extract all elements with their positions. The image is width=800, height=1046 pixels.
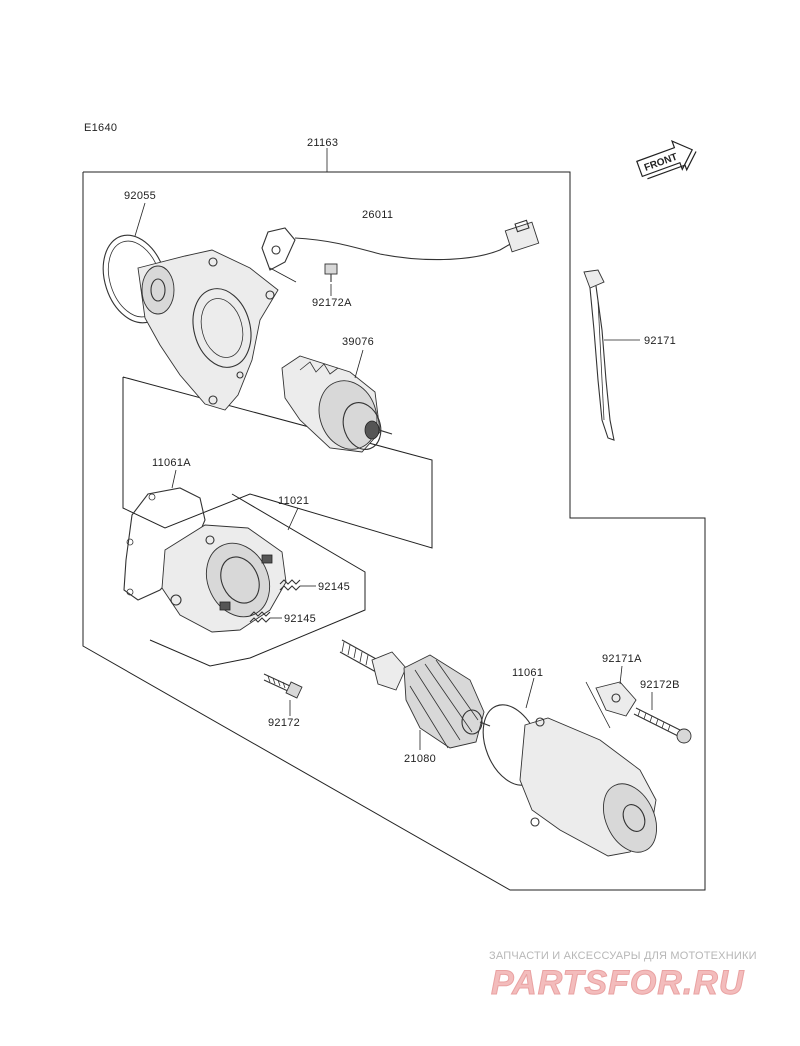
label-92055: 92055 (124, 190, 156, 202)
front-bracket (102, 234, 279, 411)
spring-92145-lower (249, 611, 271, 623)
label-21080: 21080 (404, 753, 436, 765)
label-92172a: 92172A (312, 297, 352, 309)
armature (339, 639, 491, 749)
subassembly-frame (122, 376, 433, 549)
watermark-tagline: ЗАПЧАСТИ И АКСЕССУАРЫ ДЛЯ МОТОТЕХНИКИ (489, 950, 757, 962)
label-11061a: 11061A (152, 457, 191, 469)
brush-holder (161, 524, 287, 633)
pinion-clutch (281, 355, 393, 453)
diagram-code: E1640 (84, 122, 117, 134)
leader-39076 (354, 349, 364, 379)
label-92171: 92171 (644, 335, 676, 347)
leader-11061 (525, 677, 535, 709)
lead-wire (261, 219, 540, 271)
leader-92171a-bracket (585, 681, 611, 729)
label-11021: 11021 (278, 495, 309, 507)
brush-holder-frame (149, 493, 366, 667)
bolt-92172 (263, 673, 303, 699)
label-92172: 92172 (268, 717, 300, 729)
screw-92172b (633, 707, 692, 744)
label-92145-upper: 92145 (318, 581, 350, 593)
yoke-housing (482, 704, 657, 857)
leader-26011 (269, 267, 297, 283)
screw-92172a (324, 263, 338, 282)
spring-92145-upper (279, 579, 301, 591)
watermark-brand-logo: PARTSFOR.RU (491, 964, 745, 1003)
label-92172b: 92172B (640, 679, 680, 691)
front-arrow-icon: FRONT (636, 140, 697, 180)
leader-92055 (134, 202, 146, 237)
label-26011: 26011 (362, 209, 393, 221)
leader-92171a (619, 665, 623, 685)
label-92171a: 92171A (602, 653, 642, 665)
leader-11061a (171, 469, 177, 489)
cable-band (583, 269, 615, 441)
assembly-frame (82, 171, 706, 891)
label-11061: 11061 (512, 667, 543, 679)
leader-11021 (287, 507, 299, 531)
label-21163: 21163 (307, 137, 338, 149)
label-39076: 39076 (342, 336, 374, 348)
clamp-92171a (595, 681, 637, 717)
label-92145-lower: 92145 (284, 613, 316, 625)
